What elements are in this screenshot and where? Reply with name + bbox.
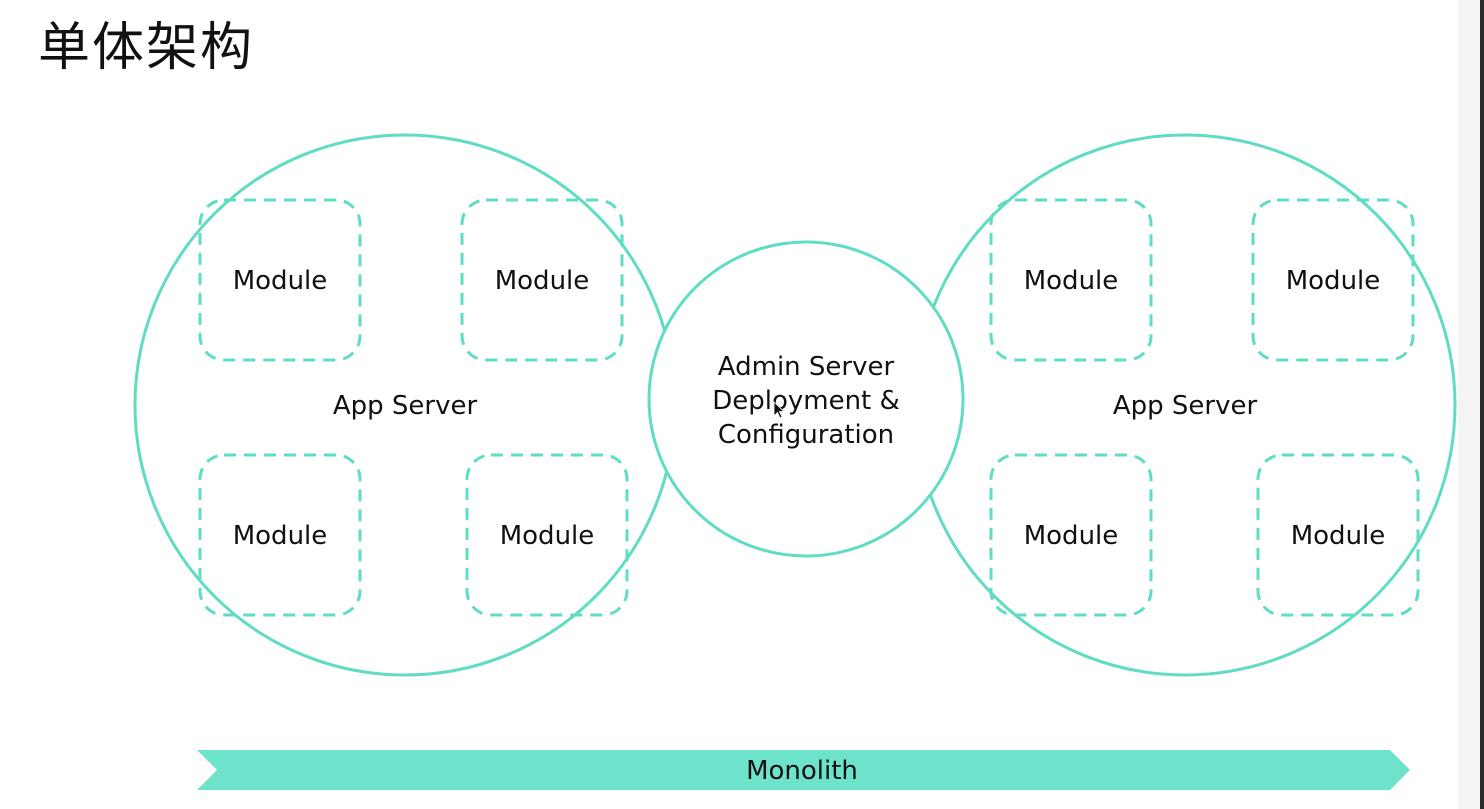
right-module-box-3 — [989, 453, 1153, 617]
monolith-label: Monolith — [746, 756, 858, 786]
left-module-box-3 — [198, 453, 362, 617]
right-module-box-4 — [1256, 453, 1420, 617]
right-module-box-2 — [1251, 198, 1415, 362]
left-module-label-1: Module — [233, 266, 328, 296]
left-app-server-label: App Server — [333, 391, 478, 421]
left-module-label-2: Module — [495, 266, 590, 296]
left-module-box-1 — [198, 198, 362, 362]
page-title: 单体架构 — [38, 18, 255, 78]
right-module-label-4: Module — [1291, 521, 1386, 551]
window-border — [1480, 0, 1484, 809]
left-module-label-4: Module — [500, 521, 595, 551]
left-module-box-4 — [465, 453, 629, 617]
right-module-label-1: Module — [1024, 266, 1119, 296]
admin-label-line-1: Admin Server — [718, 352, 895, 382]
right-module-label-3: Module — [1024, 521, 1119, 551]
window-edge — [1458, 0, 1480, 809]
admin-server-circle — [647, 240, 965, 558]
right-module-box-1 — [989, 198, 1153, 362]
right-app-server-label: App Server — [1113, 391, 1258, 421]
mouse-cursor-icon — [773, 401, 786, 419]
admin-label-line-2: Deployment & — [712, 386, 900, 416]
left-module-label-3: Module — [233, 521, 328, 551]
right-module-label-2: Module — [1286, 266, 1381, 296]
left-module-box-2 — [460, 198, 624, 362]
admin-label-line-3: Configuration — [718, 420, 894, 450]
monolith-banner — [197, 750, 1410, 790]
